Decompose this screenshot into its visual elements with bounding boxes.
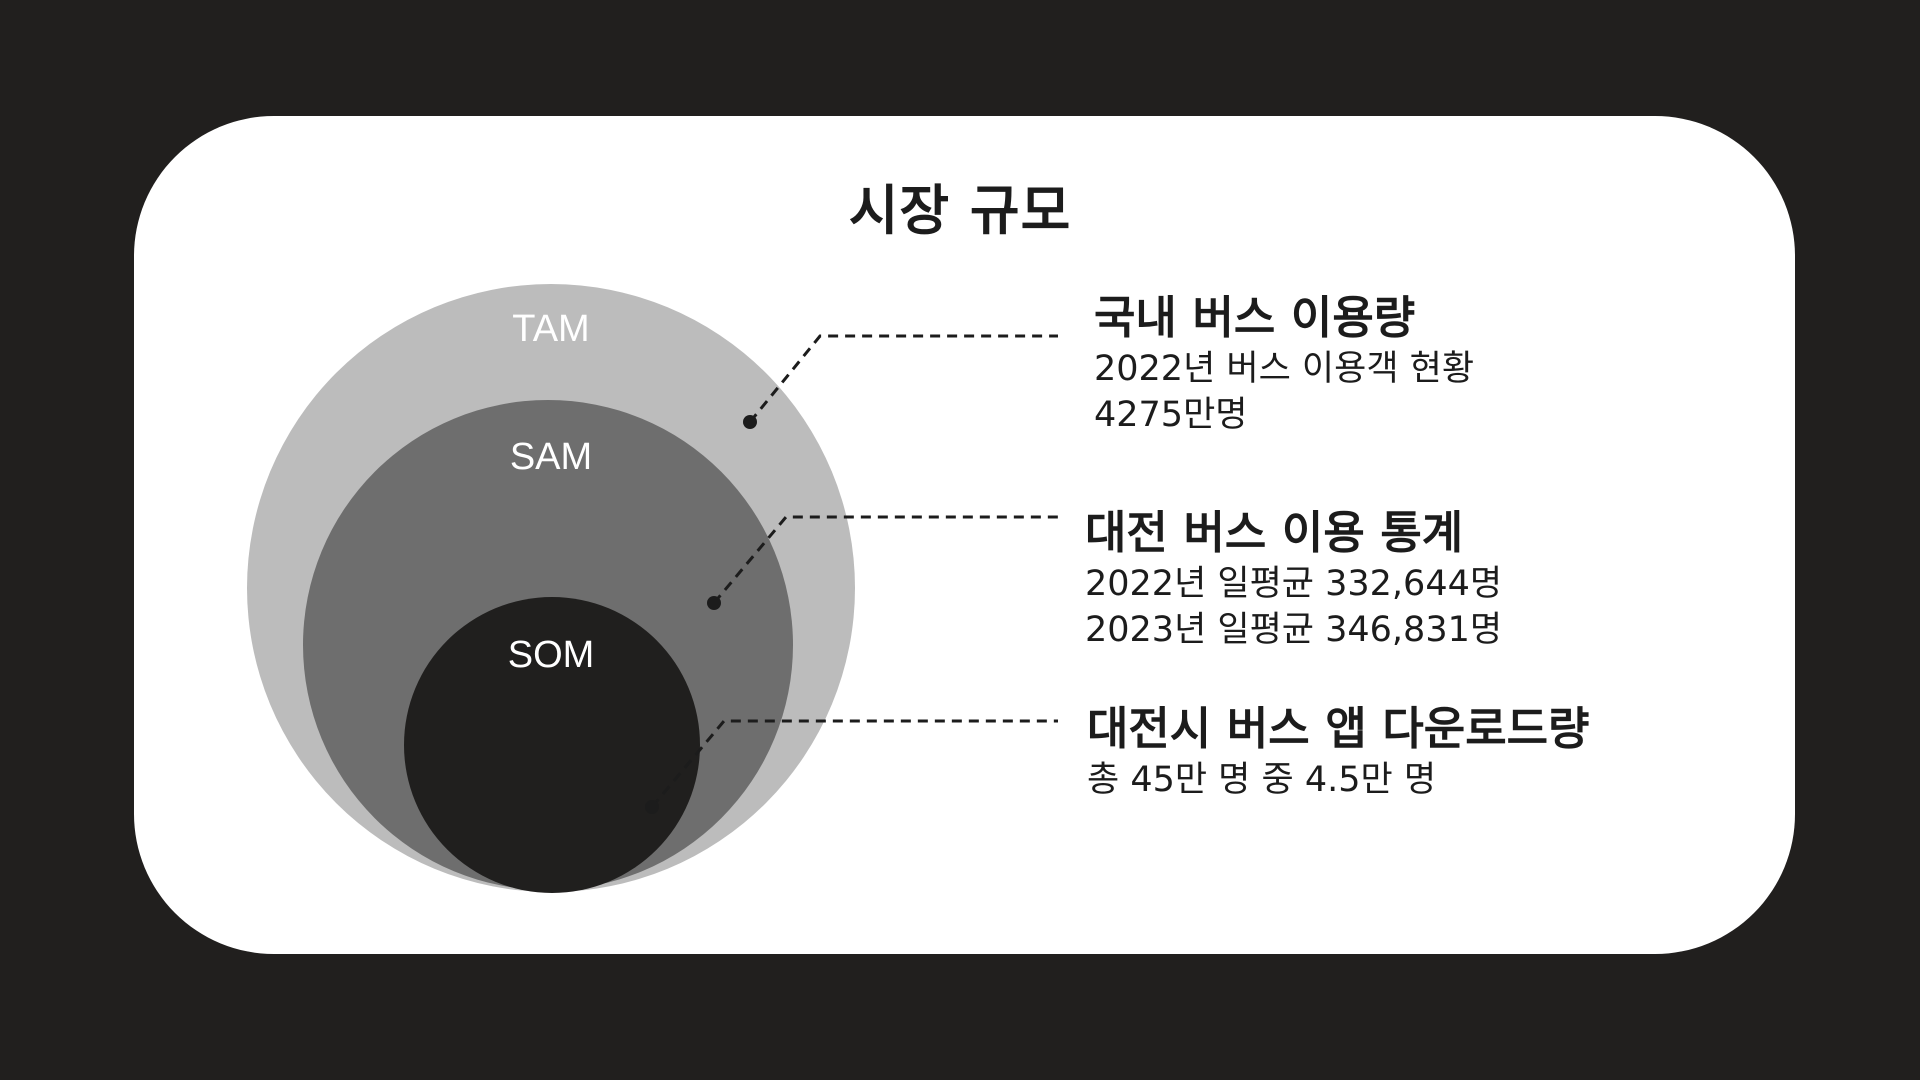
- page-title: 시장 규모: [848, 179, 1072, 242]
- som-circle: [404, 597, 700, 893]
- tam-connector-dot: [743, 415, 757, 429]
- callout-domestic-bus-usage: 국내 버스 이용량 2022년 버스 이용객 현황 4275만명: [1094, 290, 1474, 438]
- callout-line: 총 45만 명 중 4.5만 명: [1087, 760, 1437, 800]
- callout-heading: 대전 버스 이용 통계: [1085, 506, 1464, 559]
- sam-connector-dot: [707, 596, 721, 610]
- callout-line: 2022년 일평균 332,644명: [1085, 564, 1503, 604]
- sam-connector: [712, 515, 1058, 604]
- sam-label: SAM: [509, 436, 593, 478]
- callout-daejeon-bus-stats: 대전 버스 이용 통계 2022년 일평균 332,644명 2023년 일평균…: [1085, 505, 1502, 653]
- tam-connector: [748, 334, 1058, 423]
- callout-line: 2022년 버스 이용객 현황: [1094, 349, 1475, 389]
- som-label: SOM: [507, 634, 595, 676]
- callout-daejeon-app-downloads: 대전시 버스 앱 다운로드량 총 45만 명 중 4.5만 명: [1087, 701, 1589, 803]
- callout-heading: 국내 버스 이용량: [1094, 291, 1416, 344]
- callout-heading: 대전시 버스 앱 다운로드량: [1087, 702, 1590, 755]
- callout-line: 2023년 일평균 346,831명: [1085, 610, 1503, 650]
- callout-line: 4275만명: [1094, 395, 1248, 435]
- som-connector: [650, 719, 1058, 808]
- tam-label: TAM: [512, 308, 590, 350]
- som-connector-dot: [645, 800, 659, 814]
